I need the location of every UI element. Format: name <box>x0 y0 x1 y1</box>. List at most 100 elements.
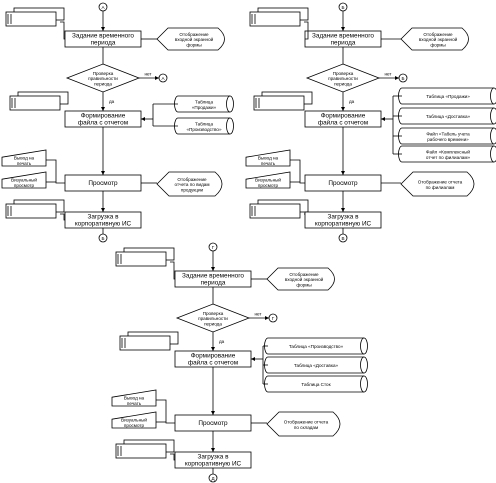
flow-2-process-period-label-line: периода <box>331 40 356 47</box>
flow-1-table-1 <box>174 95 234 113</box>
flow-2-output-stack-sheet <box>249 203 301 219</box>
flow-3-connector-no-label-line: Г <box>272 316 275 321</box>
flow-2-decision-period-label-line: Проверка <box>333 71 354 76</box>
flow-3-display-report <box>266 411 341 437</box>
flow-3-connector-no-label: Г <box>272 316 275 321</box>
flow-2-decision-period-label-line: правильности <box>328 76 358 81</box>
flow-1-arrow <box>155 76 159 80</box>
flow-1-manual-view-label-line: Визуальный <box>11 177 37 183</box>
flow-3-arrow <box>211 411 215 415</box>
flow-3-yes-label: да <box>219 339 225 344</box>
flow-1-arrow <box>101 208 105 212</box>
flow-1-input-stack-sheet <box>5 11 57 27</box>
flow-2-connector-bottom-label-line: В <box>341 236 344 241</box>
flow-2-arrow <box>341 171 345 175</box>
flow-1-table-label: Таблица«Производство» <box>186 122 222 132</box>
flow-2-display-input-form <box>400 27 469 51</box>
flow-3-manual-view-label-line: Визуальный <box>121 417 147 423</box>
flow-3-display-report-label-line: Отображение отчета <box>284 420 329 425</box>
flow-1-display-report-label-line: продукции <box>181 187 204 192</box>
flow-2-table-4-edge <box>490 145 495 163</box>
flow-1-connector-no <box>158 73 168 83</box>
flow-1-output-stack <box>5 199 65 219</box>
flow-1-table-label-line: «Производство» <box>186 127 222 132</box>
flow-2-display-report-label-line: Отображение отчета <box>418 180 463 185</box>
flow-2-arrow <box>395 76 399 80</box>
flow-1-line <box>60 21 65 40</box>
flow-2-connector-no-label: Б <box>401 76 404 81</box>
flow-2-manual-print-label-line: Вывод на <box>258 156 279 161</box>
flow-2-connector-no-label-line: Б <box>401 76 404 81</box>
flow-2-input-stack-sheet <box>249 11 301 27</box>
flow-3-table-3-edge <box>360 375 365 393</box>
flow-3-table-label: Таблица «Производство» <box>289 344 344 349</box>
flow-2-display-report <box>400 171 475 197</box>
flow-3-process-period-label-line: периода <box>201 280 226 287</box>
flow-2-connector-no <box>398 73 408 83</box>
flow-1-arrow <box>141 117 145 121</box>
flow-1-process-period-label-line: периода <box>91 40 116 47</box>
flow-2-connector-top-label: Б <box>341 5 344 10</box>
flow-3-table-label: Таблица Сток <box>301 382 331 387</box>
flow-3-arrow <box>251 357 255 361</box>
flow-2-input-stack-2-sheet <box>253 95 305 111</box>
flow-3-process-view-label: Просмотр <box>198 420 228 427</box>
flow-2-table-3 <box>398 127 496 145</box>
flow-2-output-stack <box>249 199 309 219</box>
flow-1-process-report-file-label-line: файла с отчетом <box>78 119 128 127</box>
flow-1-connector-top-label: А <box>101 5 105 10</box>
flow-1-manual-view-label-line: просмотр <box>14 183 35 188</box>
flow-3-connector-no <box>268 313 278 323</box>
flow-2-process-report-file-label-line: файла с отчетом <box>318 119 368 127</box>
flow-2-table-label: Таблица «Продажи» <box>426 94 470 99</box>
flow-2-arrow <box>341 107 345 111</box>
flow-2-process-view-label-line: Просмотр <box>328 180 358 187</box>
flow-2-table-4 <box>398 145 496 163</box>
flow-3-process-report-file-label-line: файла с отчетом <box>188 359 238 367</box>
flow-1-process-report-file-label-line: Формирование <box>81 113 126 120</box>
flow-2-connector-bottom <box>338 233 348 243</box>
flow-2-process-upload-label-line: корпоративную ИС <box>315 221 372 228</box>
flow-1-manual-print-label-line: печать <box>17 161 32 166</box>
flow-1-display-input-form-label-line: формы <box>186 42 201 47</box>
flow-2-table-3-edge <box>490 127 495 145</box>
flow-2-arrow <box>341 208 345 212</box>
flow-3-decision-period-label-line: периода <box>204 321 222 326</box>
flow-1-decision-period-label-line: Проверка <box>93 71 114 76</box>
flow-3-table-label-line: Таблица Сток <box>301 382 331 387</box>
flow-2-table-label-line: Таблица «Доставка» <box>426 114 471 119</box>
flow-1-arrow <box>101 107 105 111</box>
flow-2-display-report-label-line: по филиалам <box>426 185 455 190</box>
flow-3-decision-period-label-line: правильности <box>198 316 228 321</box>
flow-1-decision-period-label-line: периода <box>94 81 112 86</box>
flow-1-manual-print-label-line: Вывод на <box>14 156 35 161</box>
flow-2-input-stack <box>249 7 309 27</box>
flow-3-table-label: Таблица «Доставка» <box>294 363 339 368</box>
flow-1-connector-top-label-line: А <box>101 5 105 10</box>
flow-1-input-stack <box>5 7 65 27</box>
flow-2-process-period-label-line: Задание временного <box>312 33 374 40</box>
flow-2-manual-view <box>245 171 291 189</box>
flow-2-process-report-file-label-line: Формирование <box>321 113 366 120</box>
flow-3-process-report-file-label-line: Формирование <box>191 353 236 360</box>
flow-3-process-period-label-line: Задание временного <box>182 273 244 280</box>
flow-3-output-stack <box>115 439 175 459</box>
flow-3-input-stack <box>115 247 175 267</box>
flow-1-connector-no-label: А <box>161 76 165 81</box>
flow-3-arrow <box>211 267 215 271</box>
flow-3-connector-bottom <box>208 473 218 483</box>
